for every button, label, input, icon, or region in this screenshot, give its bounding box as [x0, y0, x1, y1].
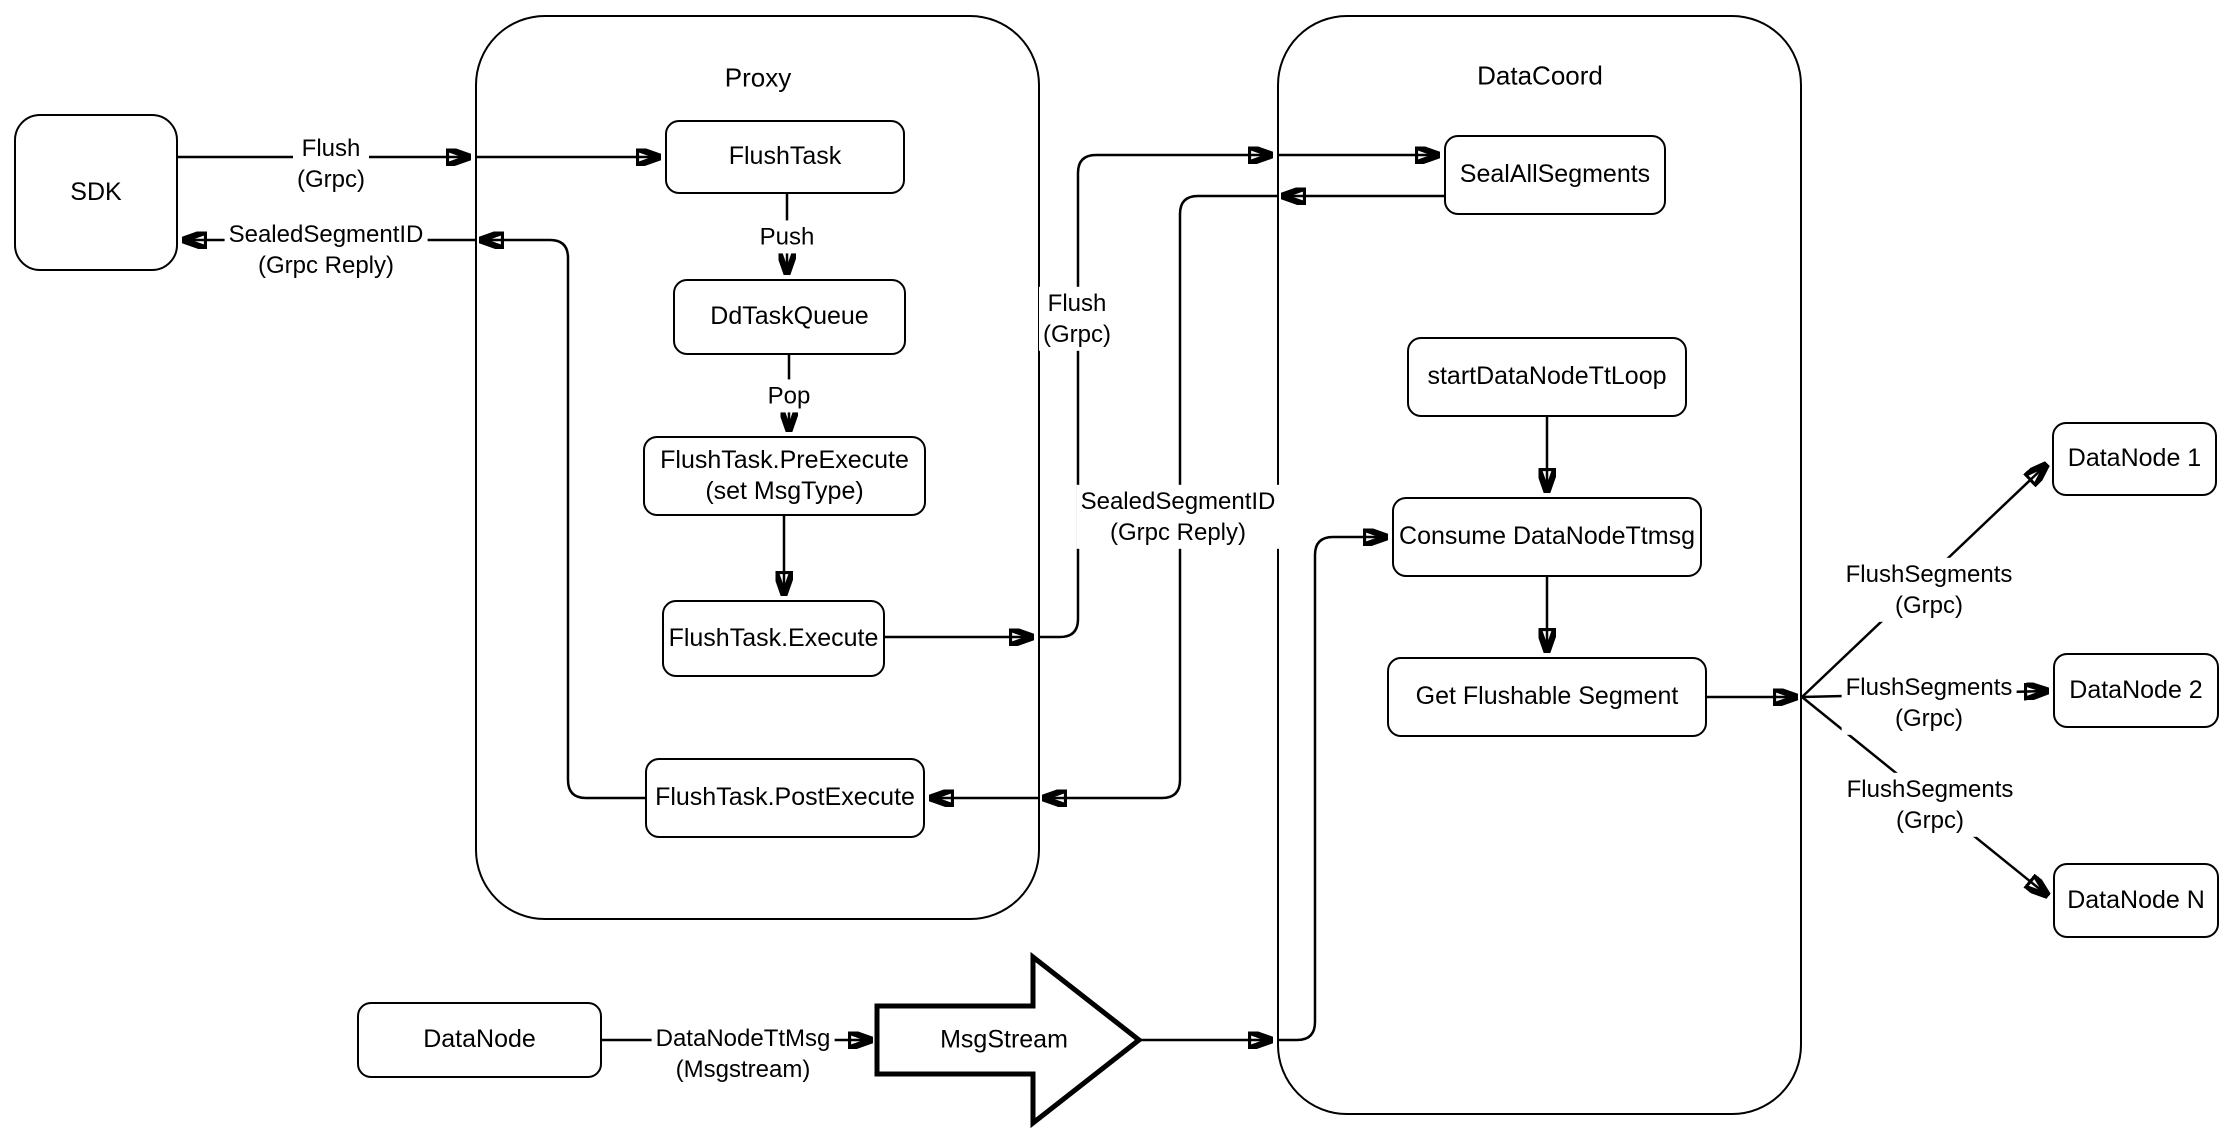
proxy-container-title: Proxy — [724, 62, 792, 93]
label-sealedsegmentid-sdk: SealedSegmentID (Grpc Reply) — [224, 217, 428, 283]
label-datanodettmsg: DataNodeTtMsg (Msgstream) — [651, 1021, 835, 1087]
node-flushtask-preexecute: FlushTask.PreExecute (set MsgType) — [643, 436, 926, 516]
node-ddtaskqueue: DdTaskQueue — [673, 279, 906, 355]
node-datanode-bottom: DataNode — [357, 1002, 602, 1078]
node-flushtask-postexecute: FlushTask.PostExecute — [645, 758, 925, 838]
node-consume-datanodettmsg: Consume DataNodeTtmsg — [1392, 497, 1702, 577]
datacoord-container-title: DataCoord — [1477, 60, 1603, 91]
label-sealedsegmentid-datacoord: SealedSegmentID (Grpc Reply) — [1076, 484, 1280, 550]
node-sdk: SDK — [14, 114, 178, 271]
label-flush-grpc-datacoord: Flush (Grpc) — [1039, 286, 1115, 352]
msgstream-label: MsgStream — [940, 1025, 1068, 1054]
node-datanode-1: DataNode 1 — [2052, 422, 2217, 496]
node-datanode-n: DataNode N — [2053, 863, 2219, 938]
label-push: Push — [755, 220, 819, 254]
label-flushsegments-1: FlushSegments (Grpc) — [1841, 557, 2017, 623]
node-get-flushable-segment: Get Flushable Segment — [1387, 657, 1707, 737]
node-flushtask: FlushTask — [665, 120, 905, 194]
label-flushsegments-3: FlushSegments (Grpc) — [1842, 772, 2018, 838]
node-startdatanodettloop: startDataNodeTtLoop — [1407, 337, 1687, 417]
edge-flush-riser — [1038, 155, 1271, 639]
node-datanode-2: DataNode 2 — [2053, 653, 2219, 728]
node-flushtask-execute: FlushTask.Execute — [662, 600, 885, 677]
label-flush-grpc-sdk: Flush (Grpc) — [293, 131, 369, 197]
label-pop: Pop — [763, 379, 815, 413]
node-sealallsegments: SealAllSegments — [1444, 135, 1666, 215]
label-flushsegments-2: FlushSegments (Grpc) — [1841, 670, 2017, 736]
